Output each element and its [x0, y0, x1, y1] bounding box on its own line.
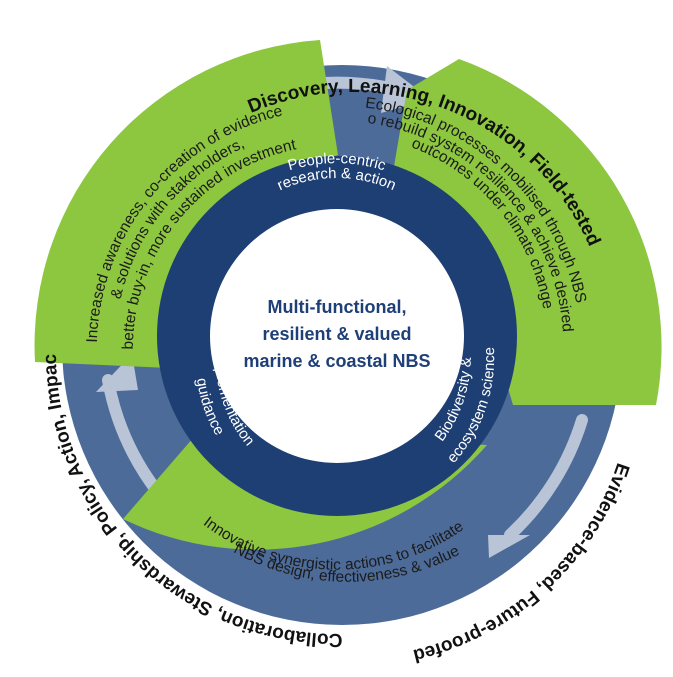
- center-title-line: Multi-functional,: [268, 297, 407, 317]
- center-circle: [210, 209, 464, 463]
- arrow-right: [504, 414, 588, 541]
- segment-right: [390, 59, 662, 405]
- center-title-line: resilient & valued: [262, 324, 411, 344]
- segment-left: [34, 40, 339, 368]
- arrowhead-right: [488, 535, 530, 558]
- center-title-line: marine & coastal NBS: [243, 351, 430, 371]
- arrow-left: [102, 374, 166, 501]
